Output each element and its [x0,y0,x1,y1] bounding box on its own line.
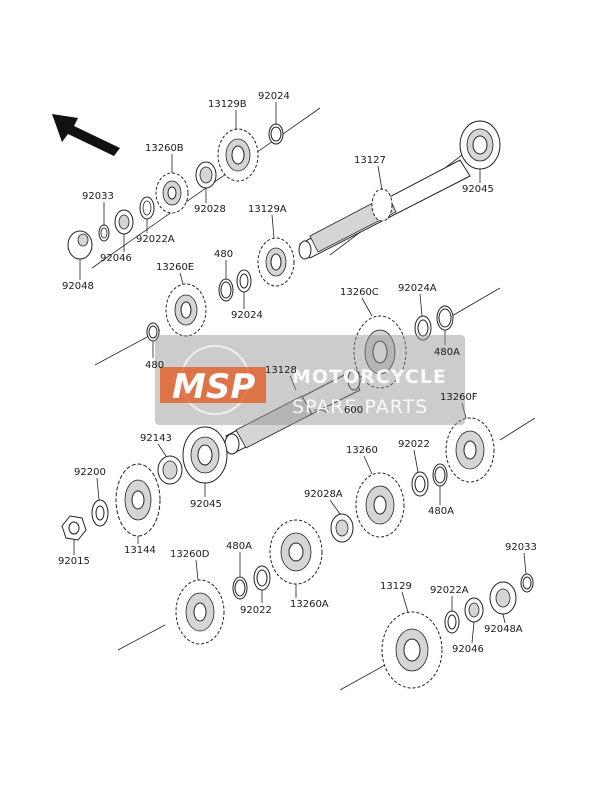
label-600: 600 [344,405,363,416]
part-92028-bushing[interactable] [195,161,217,189]
lower-shaft-axis [94,287,536,691]
label-92033-lower: 92033 [505,542,537,553]
label-92046-top: 92046 [100,253,132,264]
label-13129: 13129 [380,581,412,592]
part-92022A-washer-lower[interactable] [444,610,460,634]
part-92028A-bushing[interactable] [330,513,354,543]
label-13260C: 13260C [340,287,379,298]
part-13129A-gear[interactable] [257,237,295,287]
part-92024-washer-mid[interactable] [236,269,252,293]
label-92028A: 92028A [304,489,343,500]
label-13129A: 13129A [248,204,287,215]
label-480-top: 480 [214,249,233,260]
part-92045-ball-bearing-upper[interactable] [459,120,501,170]
part-13260B-gear[interactable] [155,172,189,214]
label-92028: 92028 [194,204,226,215]
label-92033-top: 92033 [82,191,114,202]
part-13129-gear[interactable] [381,611,443,689]
part-480A-circlip-mid[interactable] [432,463,448,487]
label-13127: 13127 [354,155,386,166]
part-13127-main-shaft[interactable] [298,159,471,260]
part-480A-circlip-lower[interactable] [232,576,248,600]
part-13144-sprocket[interactable] [115,463,161,537]
label-13128: 13128 [265,365,297,376]
label-92048: 92048 [62,281,94,292]
label-13260A: 13260A [290,599,329,610]
watermark-line1: MOTORCYCLE [292,366,447,388]
part-92048-cap[interactable] [67,230,93,260]
part-92022-washer-lower[interactable] [253,565,271,591]
label-92022-lower: 92022 [240,605,272,616]
label-13260B: 13260B [145,143,184,154]
label-480-left: 480 [145,360,164,371]
part-13260-gear[interactable] [355,472,405,538]
label-480A-top: 480A [434,347,460,358]
leader-lines [73,102,527,644]
label-92022A-lower: 92022A [430,585,469,596]
part-92024-circlip[interactable] [268,123,284,145]
label-92024-mid: 92024 [231,310,263,321]
watermark-line2: SPARE PARTS [292,396,428,418]
label-92024-top: 92024 [258,91,290,102]
label-92045-lower: 92045 [190,499,222,510]
label-92048A: 92048A [484,624,523,635]
part-92046-needle-bearing[interactable] [114,209,134,235]
label-92143: 92143 [140,433,172,444]
part-92024A-washer[interactable] [414,315,432,341]
part-13260F-gear[interactable] [445,417,495,483]
label-92015: 92015 [58,556,90,567]
part-92046-needle-bearing-lower[interactable] [464,597,484,623]
part-92048A-cap[interactable] [489,581,517,615]
label-13260D: 13260D [170,549,210,560]
part-480-circlip-upper[interactable] [218,278,234,302]
part-13260C-gear[interactable] [353,315,407,389]
label-13129B: 13129B [208,99,247,110]
part-13260E-gear[interactable] [165,283,207,337]
part-92022-washer-right[interactable] [411,471,429,497]
label-13260E: 13260E [156,262,194,273]
watermark-logo: MSP [172,367,255,407]
part-92045-ball-bearing-lower[interactable] [182,426,228,484]
part-92022A-washer[interactable] [139,196,155,220]
part-13260A-gear[interactable] [269,519,323,585]
label-480A-lower: 480A [226,541,252,552]
label-92045-top: 92045 [462,184,494,195]
label-480A-mid: 480A [428,506,454,517]
label-92024A: 92024A [398,283,437,294]
label-92200: 92200 [74,467,106,478]
part-480-circlip-left[interactable] [146,322,160,342]
part-labels: 13129B 92024 13260B 13127 92033 92028 92… [58,91,537,655]
part-480A-circlip-upper[interactable] [436,305,454,331]
part-13260D-gear[interactable] [175,579,225,645]
part-92033-ring-lower[interactable] [520,573,534,593]
label-92022-right: 92022 [398,439,430,450]
part-92200-washer[interactable] [91,499,109,527]
part-92033-ring[interactable] [98,224,110,242]
label-13144: 13144 [124,545,156,556]
direction-arrow-icon [52,114,120,156]
label-92046-lower: 92046 [452,644,484,655]
part-92143-collar[interactable] [157,455,183,485]
part-13128-drive-shaft[interactable] [224,369,361,455]
watermark: MSP MOTORCYCLE SPARE PARTS [155,335,465,425]
label-13260F: 13260F [440,392,478,403]
label-92022A-top: 92022A [136,234,175,245]
part-13129B-gear[interactable] [217,128,259,182]
part-92015-nut[interactable] [61,515,87,541]
label-13260: 13260 [346,445,378,456]
